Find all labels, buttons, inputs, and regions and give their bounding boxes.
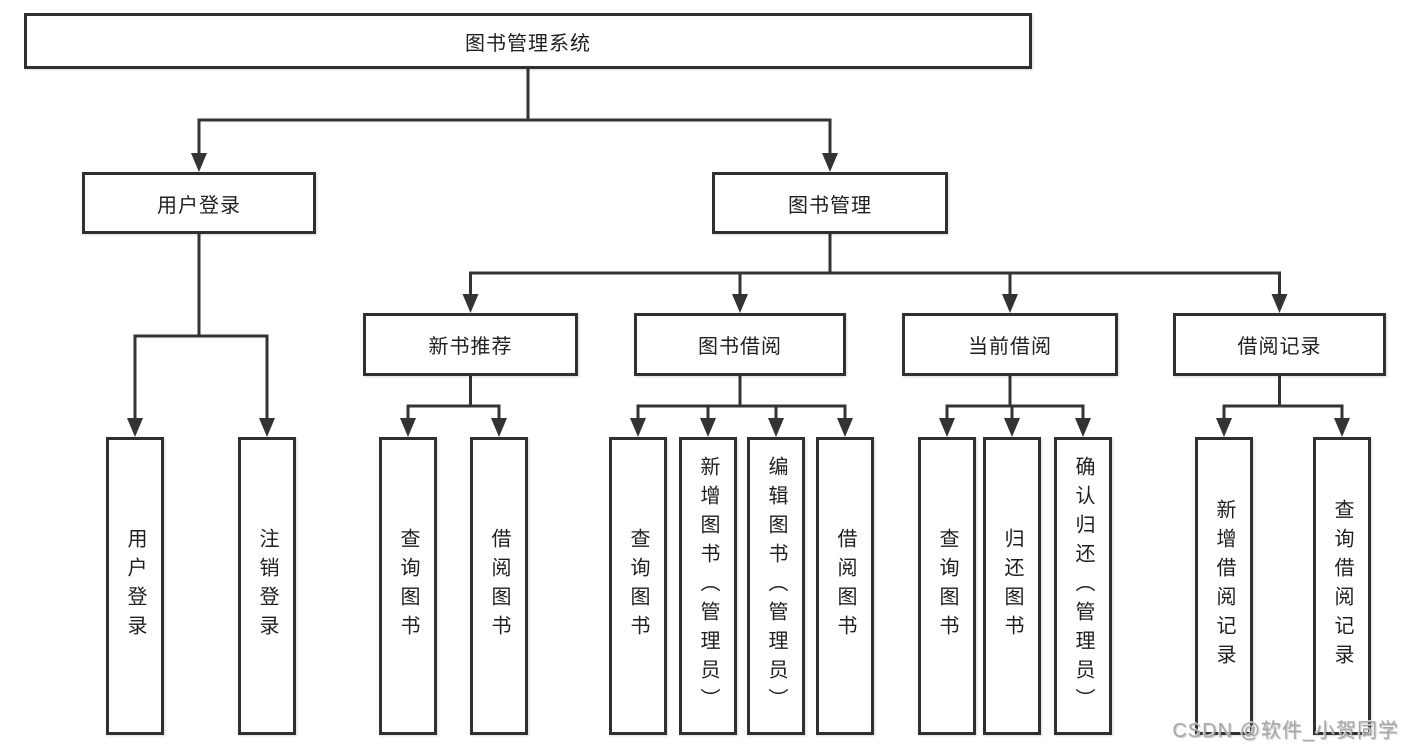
node-borrow-record: 借阅记录 bbox=[1173, 313, 1386, 376]
node-leaf-query-book-current-label: 查询图书 bbox=[936, 528, 958, 644]
node-leaf-user-login-label: 用户登录 bbox=[124, 528, 146, 644]
node-leaf-edit-book-admin-label: 编辑图书（管理员） bbox=[765, 455, 787, 717]
node-leaf-query-book-borrow-label: 查询图书 bbox=[627, 528, 649, 644]
node-leaf-borrow-book: 借阅图书 bbox=[816, 437, 874, 735]
node-new-book-recommend-label: 新书推荐 bbox=[428, 336, 513, 358]
node-current-borrow: 当前借阅 bbox=[902, 313, 1118, 376]
node-leaf-return-book: 归还图书 bbox=[983, 437, 1041, 735]
node-leaf-query-borrow-record: 查询借阅记录 bbox=[1313, 437, 1371, 735]
node-leaf-query-book-borrow: 查询图书 bbox=[609, 437, 667, 735]
node-user-login-branch-label: 用户登录 bbox=[157, 194, 241, 217]
arrowheads bbox=[127, 153, 1350, 437]
node-leaf-add-book-admin: 新增图书（管理员） bbox=[679, 437, 737, 735]
node-new-book-recommend: 新书推荐 bbox=[363, 313, 578, 376]
node-leaf-query-book-current: 查询图书 bbox=[918, 437, 976, 735]
node-leaf-query-borrow-record-label: 查询借阅记录 bbox=[1331, 499, 1353, 673]
node-leaf-logout-label: 注销登录 bbox=[256, 528, 278, 644]
node-leaf-add-borrow-record: 新增借阅记录 bbox=[1195, 437, 1253, 735]
watermark: CSDN @软件_小贺同学 bbox=[1172, 720, 1399, 742]
node-leaf-edit-book-admin: 编辑图书（管理员） bbox=[747, 437, 805, 735]
node-book-management: 图书管理 bbox=[712, 172, 948, 234]
node-book-borrow-label: 图书借阅 bbox=[698, 336, 782, 358]
node-leaf-borrow-book-recommend-label: 借阅图书 bbox=[488, 528, 510, 644]
node-book-management-label: 图书管理 bbox=[788, 194, 872, 217]
node-current-borrow-label: 当前借阅 bbox=[968, 336, 1052, 358]
node-root: 图书管理系统 bbox=[24, 13, 1032, 69]
node-leaf-add-book-admin-label: 新增图书（管理员） bbox=[697, 455, 719, 717]
node-root-label: 图书管理系统 bbox=[465, 32, 591, 55]
node-leaf-logout: 注销登录 bbox=[238, 437, 296, 735]
node-user-login-branch: 用户登录 bbox=[82, 172, 316, 234]
node-leaf-borrow-book-label: 借阅图书 bbox=[834, 528, 856, 644]
node-leaf-return-book-label: 归还图书 bbox=[1001, 528, 1023, 644]
node-leaf-confirm-return-admin: 确认归还（管理员） bbox=[1054, 437, 1112, 735]
node-leaf-query-book-recommend-label: 查询图书 bbox=[397, 528, 419, 644]
node-leaf-user-login: 用户登录 bbox=[106, 437, 164, 735]
node-borrow-record-label: 借阅记录 bbox=[1237, 336, 1322, 358]
node-leaf-query-book-recommend: 查询图书 bbox=[379, 437, 437, 735]
node-leaf-add-borrow-record-label: 新增借阅记录 bbox=[1213, 499, 1235, 673]
node-leaf-confirm-return-admin-label: 确认归还（管理员） bbox=[1072, 455, 1094, 717]
node-leaf-borrow-book-recommend: 借阅图书 bbox=[470, 437, 528, 735]
node-book-borrow: 图书借阅 bbox=[634, 313, 846, 376]
